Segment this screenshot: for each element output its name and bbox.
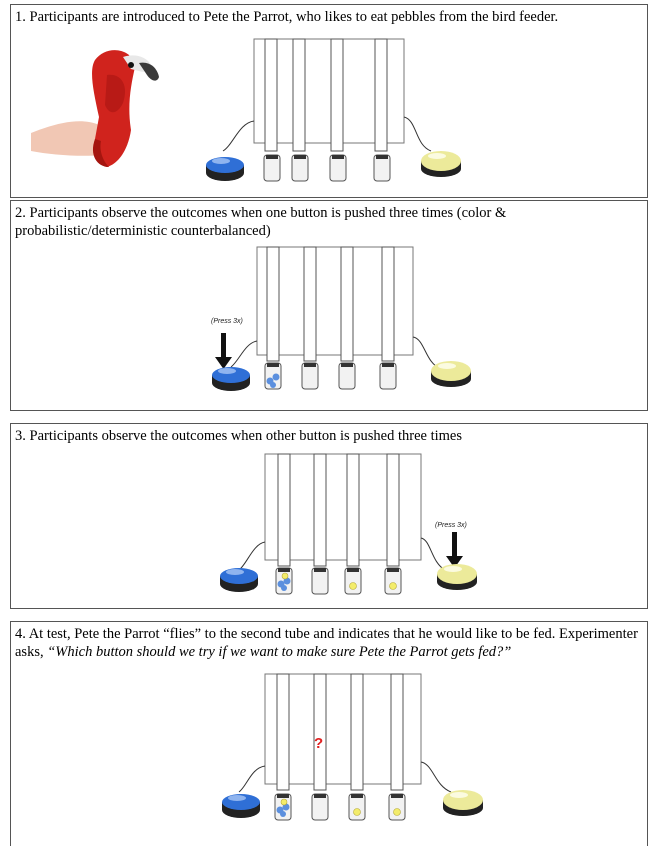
experimenter-question: “Which button should we try if we want t… — [47, 644, 512, 660]
tube — [266, 246, 395, 362]
blue-pebbles — [266, 373, 280, 388]
cup — [275, 567, 402, 595]
question-mark: ? — [314, 735, 323, 752]
wire — [222, 120, 255, 152]
yellow-button[interactable] — [437, 564, 477, 590]
tube — [264, 38, 388, 152]
yellow-button[interactable] — [421, 151, 461, 177]
panel-1-caption: 1. Participants are introduced to Pete t… — [15, 9, 559, 25]
wire — [230, 340, 258, 368]
press-label: (Press 3x) — [435, 522, 467, 529]
wire — [403, 116, 432, 152]
panel-2-caption: 2. Participants observe the outcomes whe… — [15, 205, 507, 239]
panel-3-caption: 3. Participants observe the outcomes whe… — [15, 428, 462, 444]
cup — [264, 362, 397, 390]
panel-3: 3. Participants observe the outcomes whe… — [10, 423, 648, 609]
panel-4-caption: 4. At test, Pete the Parrot “flies” to t… — [15, 625, 643, 661]
panel-1: 1. Participants are introduced to Pete t… — [10, 4, 648, 198]
blue-button[interactable] — [222, 794, 260, 818]
press-label: (Press 3x) — [211, 318, 243, 325]
panel-4: 4. At test, Pete the Parrot “flies” to t… — [10, 621, 648, 846]
cup — [263, 154, 391, 182]
down-arrow-icon — [446, 532, 463, 568]
blue-button[interactable] — [206, 157, 244, 181]
down-arrow-icon — [215, 333, 232, 369]
panel-4-caption-text: 4. At test, Pete the Parrot “flies” to t… — [15, 626, 638, 660]
blue-button[interactable] — [212, 367, 250, 391]
panel-2: 2. Participants observe the outcomes whe… — [10, 200, 648, 411]
wire — [420, 761, 452, 793]
parrot-puppet-image — [31, 50, 159, 167]
mixed-pebbles — [277, 572, 291, 591]
wire — [238, 541, 266, 571]
blue-button[interactable] — [220, 568, 258, 592]
panel-2-scene: (Press 3x) — [211, 246, 471, 391]
tube — [277, 453, 400, 567]
yellow-pebble — [349, 582, 397, 590]
tube — [276, 673, 404, 791]
yellow-button[interactable] — [443, 790, 483, 816]
yellow-pebble — [353, 808, 401, 816]
wire — [420, 537, 446, 571]
panel-1-scene — [31, 38, 461, 182]
cup — [274, 793, 406, 821]
wire — [238, 765, 266, 793]
mixed-pebbles — [276, 798, 290, 817]
panel-4-scene: ? — [222, 673, 483, 821]
panel-3-scene: (Press 3x) — [220, 453, 477, 595]
yellow-button[interactable] — [431, 361, 471, 387]
